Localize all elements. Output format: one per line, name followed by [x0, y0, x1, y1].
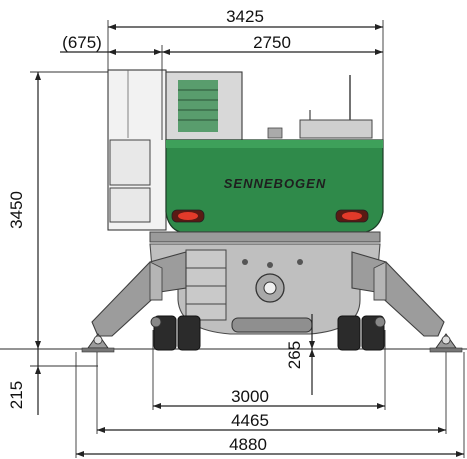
- dimension-215: 215: [7, 349, 98, 415]
- dim-3000-label: 3000: [231, 387, 269, 406]
- tyre-left-inner: [177, 315, 201, 351]
- dim-4880-label: 4880: [229, 435, 267, 454]
- top-frame: [165, 71, 373, 141]
- dimension-3000: 3000: [152, 330, 386, 410]
- dim-3425-label: 3425: [226, 7, 264, 26]
- outrigger-pad-right: [429, 333, 463, 353]
- axle: [231, 317, 313, 333]
- tyre-right-inner: [337, 315, 361, 351]
- cab: [107, 69, 167, 231]
- outrigger-left: [91, 251, 187, 337]
- tail-light-right: [335, 209, 369, 223]
- dimension-3450: 3450: [7, 71, 108, 349]
- dimension-3425: 3425: [107, 7, 384, 140]
- dim-4465-label: 4465: [231, 411, 269, 430]
- dim-3450-label: 3450: [7, 191, 26, 229]
- steps: [185, 249, 227, 321]
- outrigger-pad-left: [81, 333, 115, 353]
- dim-675-label: (675): [62, 33, 102, 52]
- dim-2750-label: 2750: [253, 33, 291, 52]
- dimension-675-2750: (675) 2750: [60, 33, 383, 140]
- brand-logo: SENNEBOGEN: [224, 176, 326, 191]
- dim-215-label: 215: [7, 381, 26, 409]
- tail-light-left: [171, 209, 205, 223]
- slewing-ring: [149, 231, 381, 243]
- dimension-4465: 4465: [96, 352, 447, 434]
- dimension-4880: 4880: [75, 352, 465, 458]
- dim-265-label: 265: [285, 341, 304, 369]
- body-highlight: [166, 140, 383, 148]
- dimension-265: 265: [285, 314, 315, 395]
